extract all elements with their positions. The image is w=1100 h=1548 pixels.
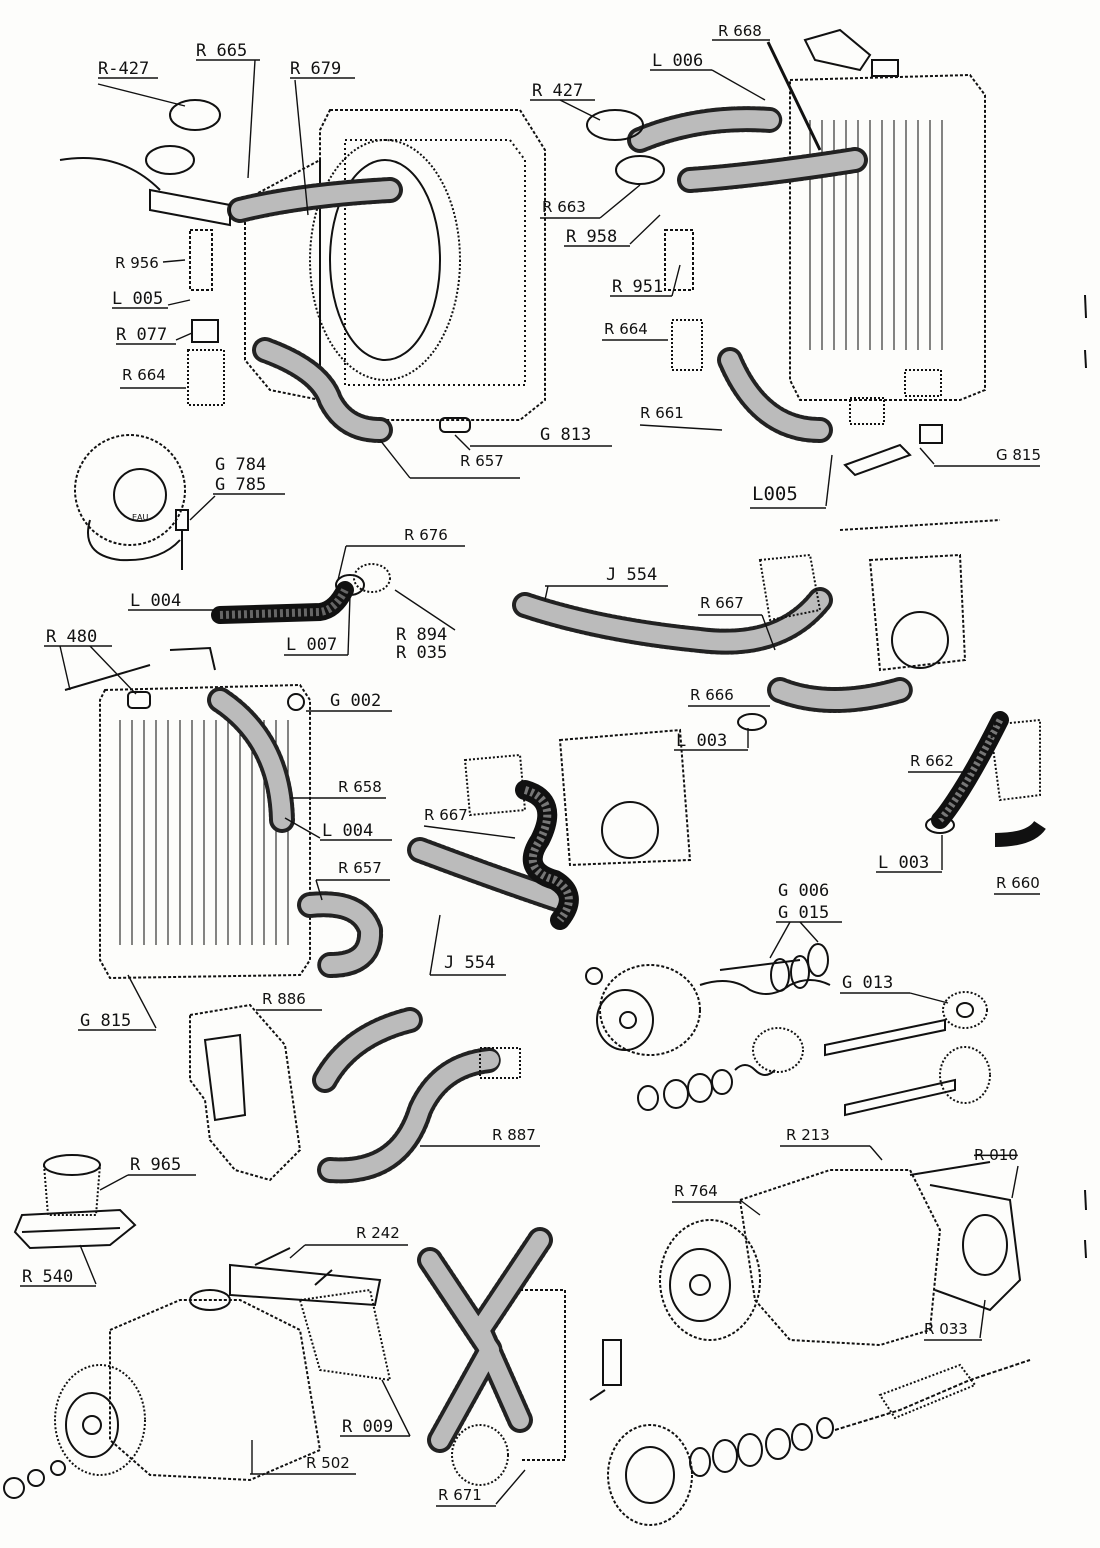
label-r658: R 658 [338,778,382,796]
label-g815-bottom: G 815 [80,1011,131,1031]
label-r671: R 671 [438,1486,482,1504]
label-j554-lower: J 554 [444,953,495,973]
label-r958: R 958 [566,227,617,247]
label-g013: G 013 [842,973,893,993]
labels-top-right: R 668 L 006 R 427 R 663 R 958 R 951 R 66… [530,22,1041,509]
label-l005-handwritten: L005 [752,483,798,505]
label-r540: R 540 [22,1267,73,1287]
label-l004-pipe: L 004 [130,591,181,611]
label-g813: G 813 [540,425,591,445]
label-g002: G 002 [330,691,381,711]
label-r667-lower: R 667 [424,806,468,824]
label-r033: R 033 [924,1320,968,1338]
label-r663: R 663 [542,198,586,216]
label-r035: R 035 [396,643,447,663]
heater-hose-assembly-right: R 662 L 003 R 660 [876,711,1046,895]
label-g815-top: G 815 [996,446,1041,464]
label-r657-top: R 657 [460,452,504,470]
radiator-assembly-top-right [586,28,986,477]
label-r664-left: R 664 [122,366,166,384]
label-r660: R 660 [996,874,1040,892]
label-g785: G 785 [215,475,266,495]
label-r951: R 951 [612,277,663,297]
labels-radiator-front: R 480 G 002 R 658 L 004 R 657 G 815 [44,627,392,1031]
label-r010: R 010 [974,1146,1018,1164]
label-r665: R 665 [196,41,247,61]
labels-top-left: R-427 R 665 R 679 R 956 L 005 R 077 R 66… [97,41,612,479]
label-l007: L 007 [286,635,337,655]
outlet-housing-r965: R 965 R 540 [13,1154,196,1287]
label-r886: R 886 [262,990,306,1008]
label-r666: R 666 [690,686,734,704]
water-pump-exploded [585,943,991,1117]
label-r502: R 502 [306,1454,350,1472]
label-r427-right: R 427 [532,81,583,101]
label-g784: G 784 [215,455,266,475]
label-r965: R 965 [130,1155,181,1175]
radiator-front-view [64,646,384,980]
label-g006: G 006 [778,881,829,901]
label-j554-upper: J 554 [606,565,657,585]
label-r657-mid: R 657 [338,859,382,877]
label-r427-cap: R-427 [98,59,149,79]
label-l003-upper: L 003 [676,731,727,751]
hose-r886-r887-assembly: R 886 R 887 [189,990,540,1184]
label-r887: R 887 [492,1126,536,1144]
label-r009: R 009 [342,1417,393,1437]
label-r679: R 679 [290,59,341,79]
labels-heater-upper: J 554 R 667 R 666 L 003 [544,565,776,751]
label-r077: R 077 [116,325,167,345]
fan-shaft-assembly [589,1339,1031,1526]
label-r662: R 662 [910,752,954,770]
label-l006: L 006 [652,51,703,71]
temperature-gauge: EAU G 784 G 785 [74,434,285,570]
label-r956: R 956 [115,254,159,272]
label-r480: R 480 [46,627,97,647]
pipe-l004-assembly: R 676 L 004 L 007 R 894 R 035 [128,526,465,663]
label-r661: R 661 [640,404,684,422]
svg-text:EAU: EAU [132,513,149,522]
label-r894: R 894 [396,625,447,645]
label-r213: R 213 [786,1126,830,1144]
scan-edge-marks [1084,294,1087,1259]
label-g015: G 015 [778,903,829,923]
label-l005-left: L 005 [112,289,163,309]
label-r667-upper: R 667 [700,594,744,612]
label-l003-right: L 003 [878,853,929,873]
labels-water-pump: G 006 G 015 G 013 [769,881,949,1004]
fan-belt-r671: R 671 [417,1227,566,1507]
radiator-assembly-top-left [59,99,546,443]
label-r242: R 242 [356,1224,400,1242]
heater-hose-assembly-upper [512,519,1001,713]
label-l004-clip: L 004 [322,821,373,841]
label-r676: R 676 [404,526,448,544]
water-pump-r502: R 242 R 009 R 502 [3,1224,411,1499]
water-pump-r764: R 213 R 010 R 764 R 033 [659,1126,1022,1347]
label-r764: R 764 [674,1182,718,1200]
label-r668: R 668 [718,22,762,40]
label-r664-right: R 664 [604,320,648,338]
heater-hose-assembly-lower: R 667 J 554 [407,728,692,976]
